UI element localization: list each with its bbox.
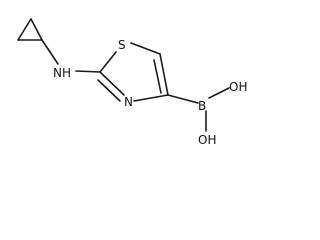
atom-ring-nitrogen: N bbox=[124, 95, 133, 109]
structure-diagram: S NH N B OH OH bbox=[17, 18, 247, 147]
c5-c4-bond bbox=[159, 53, 169, 96]
c4-n3-bond bbox=[133, 94, 169, 102]
b-oh-top-bond bbox=[208, 87, 230, 99]
atom-hydroxyl-top: OH bbox=[229, 80, 247, 94]
c2-s-bond bbox=[99, 51, 117, 73]
c5-c4-double-bond bbox=[153, 59, 162, 94]
n3-c2-double-bond bbox=[97, 79, 121, 102]
atom-amine-nh: NH bbox=[53, 66, 71, 80]
atom-hydroxyl-bottom: OH bbox=[198, 133, 216, 147]
cyclopropyl-bond-2 bbox=[17, 18, 32, 41]
atom-sulfur: S bbox=[118, 38, 126, 52]
nh-c2-bond bbox=[75, 70, 101, 73]
c4-b-bond bbox=[167, 94, 199, 104]
n3-c2-bond bbox=[99, 71, 125, 96]
s-c5-bond bbox=[130, 42, 161, 55]
cyclopropyl-nh-bond bbox=[41, 39, 59, 65]
cyclopropyl-bond-3 bbox=[30, 18, 43, 41]
atom-boron: B bbox=[198, 99, 206, 113]
